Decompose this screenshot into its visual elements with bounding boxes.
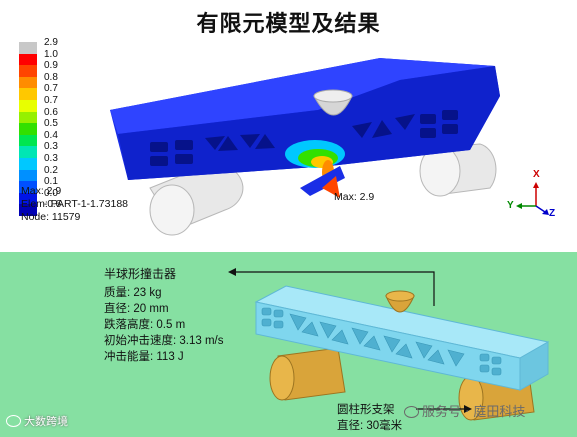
legend-label: 0.5 <box>44 118 58 130</box>
impactor-title: 半球形撞击器 <box>104 267 177 281</box>
legend-label: 0.1 <box>44 176 58 188</box>
impact-energy: 冲击能量: 113 J <box>104 351 184 363</box>
impactor-gold <box>385 290 415 313</box>
beam-model <box>254 285 550 391</box>
watermark-right-text: 服务号 · 庭田科技 <box>422 405 526 420</box>
result-info: Max: 2.9 Elem: PART-1-1.73188 Node: 1157… <box>21 185 128 224</box>
right-support-cylinder <box>419 143 497 197</box>
watermark-left: 大数跨境 <box>6 413 68 429</box>
legend-label: 0.3 <box>44 141 58 153</box>
support-diameter: 直径: 30毫米 <box>337 420 403 432</box>
impact-velocity: 初始冲击速度: 3.13 m/s <box>104 335 224 347</box>
legend-swatch <box>19 42 37 54</box>
legend-swatch <box>19 88 37 100</box>
legend-swatch <box>19 157 37 170</box>
legend-label: 0.6 <box>44 106 58 118</box>
legend-label: 0.8 <box>44 71 58 83</box>
legend-swatch <box>19 99 37 112</box>
impactor-hemisphere <box>313 89 353 116</box>
wechat-icon <box>404 406 419 418</box>
drop-height: 跌落高度: 0.5 m <box>104 319 186 331</box>
max-stress-annotation: Max: 2.9 <box>334 191 375 203</box>
impactor-specs: 半球形撞击器 质量: 23 kg 直径: 20 mm 跌落高度: 0.5 m 初… <box>104 265 224 365</box>
legend-swatch <box>19 76 37 89</box>
legend-swatch <box>19 204 37 216</box>
experiment-setup-drawing <box>228 268 550 421</box>
element-id-text: Elem: PART-1-1.73188 <box>21 198 128 210</box>
deformed-beam <box>110 58 500 198</box>
page-title: 有限元模型及结果 <box>196 12 381 37</box>
impactor-diameter: 直径: 20 mm <box>104 303 169 315</box>
node-id-text: Node: 11579 <box>21 211 81 223</box>
legend-label: 0.9 <box>44 60 58 72</box>
impactor-callout-arrow <box>228 268 435 306</box>
left-support-cylinder <box>149 163 244 236</box>
legend-swatch <box>19 111 37 124</box>
legend-label: 0.3 <box>44 152 58 164</box>
axis-y-label: Y <box>507 200 514 211</box>
legend-swatch <box>19 192 37 205</box>
watermark-left-text: 大数跨境 <box>24 415 68 428</box>
axis-z-label: Z <box>549 208 556 219</box>
experiment-setup-panel: 半球形撞击器 质量: 23 kg 直径: 20 mm 跌落高度: 0.5 m 初… <box>0 252 577 437</box>
axis-triad <box>516 182 549 215</box>
support-title: 圆柱形支架 <box>337 404 395 416</box>
fe-model-view <box>110 58 549 236</box>
axis-x-label: X <box>533 169 540 180</box>
legend-label: 0.7 <box>44 83 58 95</box>
legend-swatch <box>19 53 37 66</box>
legend-label: 0.4 <box>44 129 58 141</box>
legend-label: 0.2 <box>44 164 58 176</box>
legend-label: 0.7 <box>44 94 58 106</box>
legend-label: 2.9 <box>44 37 58 48</box>
legend-swatch <box>19 123 37 135</box>
left-support-cylinder-gold <box>269 347 346 401</box>
support-callout-arrow <box>416 405 472 413</box>
legend-swatch <box>19 65 37 77</box>
legend-label: -0.6 <box>44 199 62 211</box>
chat-bubble-icon <box>6 415 21 427</box>
max-value-text: Max: 2.9 <box>21 185 62 197</box>
legend-swatch <box>19 169 37 182</box>
impactor-mass: 质量: 23 kg <box>104 287 162 299</box>
legend-swatch <box>19 134 37 147</box>
legend-swatch <box>19 146 37 158</box>
legend-label: 0.0 <box>44 187 58 199</box>
legend-label: 1.0 <box>44 48 58 60</box>
legend-swatch <box>19 181 37 193</box>
watermark-right: 服务号 · 庭田科技 <box>404 401 525 420</box>
